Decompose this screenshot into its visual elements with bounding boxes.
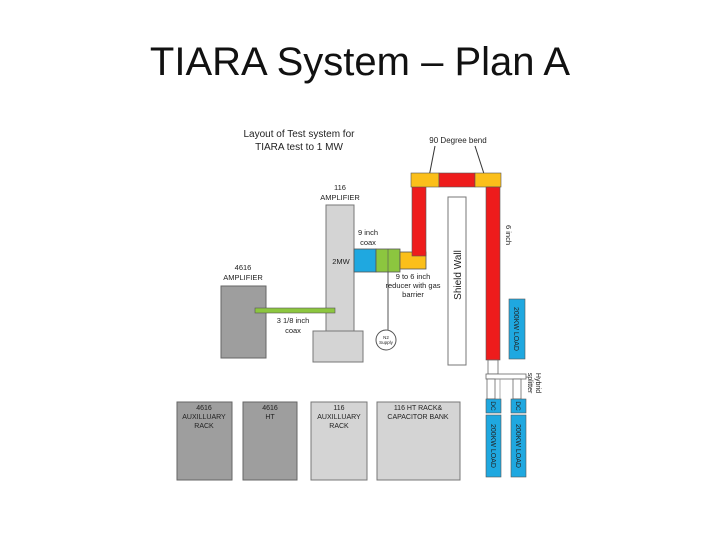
dc-right-label: DC — [514, 401, 521, 411]
waveguide-horizontal — [438, 172, 476, 188]
hybrid-port — [487, 359, 499, 375]
coax318-label-1: 3 1/8 inch — [277, 316, 310, 325]
caption-line-1: Layout of Test system for — [244, 129, 356, 140]
amp116-label-1: 116 — [334, 183, 346, 192]
coax318-line — [254, 307, 336, 314]
rack-116-ht-capacitor — [376, 401, 461, 481]
bend-flange-left — [410, 172, 440, 188]
reducer-label-2: reducer with gas — [385, 281, 440, 290]
n2-label-1: N2 — [383, 335, 389, 340]
rack1-label-1: 4616 — [196, 405, 212, 412]
rack1-label-2: AUXILLUARY — [182, 414, 226, 421]
rack2-label-2: HT — [265, 414, 275, 421]
waveguide-vertical-left — [411, 185, 427, 257]
n2-label-2: Supply — [379, 340, 394, 345]
box-2mw-label: 2MW — [332, 257, 350, 266]
rack-4616-auxiliary — [176, 401, 233, 481]
shield-wall — [447, 196, 467, 366]
rack3-label-2: AUXILLUARY — [317, 414, 361, 421]
load-bottom-left-label: 200KW LOAD — [489, 424, 496, 468]
hybrid-splitter-bar — [485, 373, 527, 380]
slide-title: TIARA System – Plan A — [149, 40, 571, 84]
dc-left-label: DC — [489, 401, 496, 411]
amp4616-label-1: 4616 — [235, 263, 252, 272]
bend-label: 90 Degree bend — [429, 136, 486, 145]
rack4-label-2: CAPACITOR BANK — [387, 414, 449, 421]
hybrid-label-2: splitter — [526, 373, 533, 394]
amp116-label-2: AMPLIFIER — [320, 193, 360, 202]
reducer-label-1: 9 to 6 inch — [396, 272, 431, 281]
load-top-label: 200KW LOAD — [512, 307, 519, 351]
amp4616-label-2: AMPLIFIER — [223, 273, 263, 282]
rack4-label-1: 116 HT RACK& — [394, 405, 443, 412]
waveguide-vertical-right — [485, 186, 501, 361]
rack1-label-3: RACK — [194, 423, 214, 430]
hybrid-leg-right — [512, 378, 522, 400]
dc-block-right — [510, 398, 527, 414]
bend-flange-right — [474, 172, 502, 188]
rack-4616-ht — [242, 401, 298, 481]
amp4616-box — [220, 285, 267, 359]
coax9-label-2: coax — [360, 238, 376, 247]
rack3-label-1: 116 — [333, 405, 344, 412]
shield-wall-label: Shield Wall — [453, 250, 464, 300]
coax318-label-2: coax — [285, 326, 301, 335]
n2-supply-circle — [375, 329, 397, 351]
reducer-label-3: barrier — [402, 290, 424, 299]
rack3-label-3: RACK — [329, 423, 349, 430]
amp116-base — [312, 330, 364, 363]
rack-116-auxiliary — [310, 401, 368, 481]
caption-line-2: TIARA test to 1 MW — [255, 142, 343, 153]
load-bottom-right-label: 200KW LOAD — [514, 424, 521, 468]
hybrid-label-1: Hybrid — [534, 373, 541, 393]
six-inch-label: 6 inch — [504, 225, 513, 245]
rack2-label-1: 4616 — [262, 405, 278, 412]
dc-block-left — [485, 398, 502, 414]
load-bottom-right — [510, 414, 527, 478]
coax9-label-1: 9 inch — [358, 228, 378, 237]
hybrid-leg-left — [486, 378, 496, 400]
load-bottom-left — [485, 414, 502, 478]
load-top — [508, 298, 526, 360]
coax9-blue-section — [353, 248, 377, 273]
